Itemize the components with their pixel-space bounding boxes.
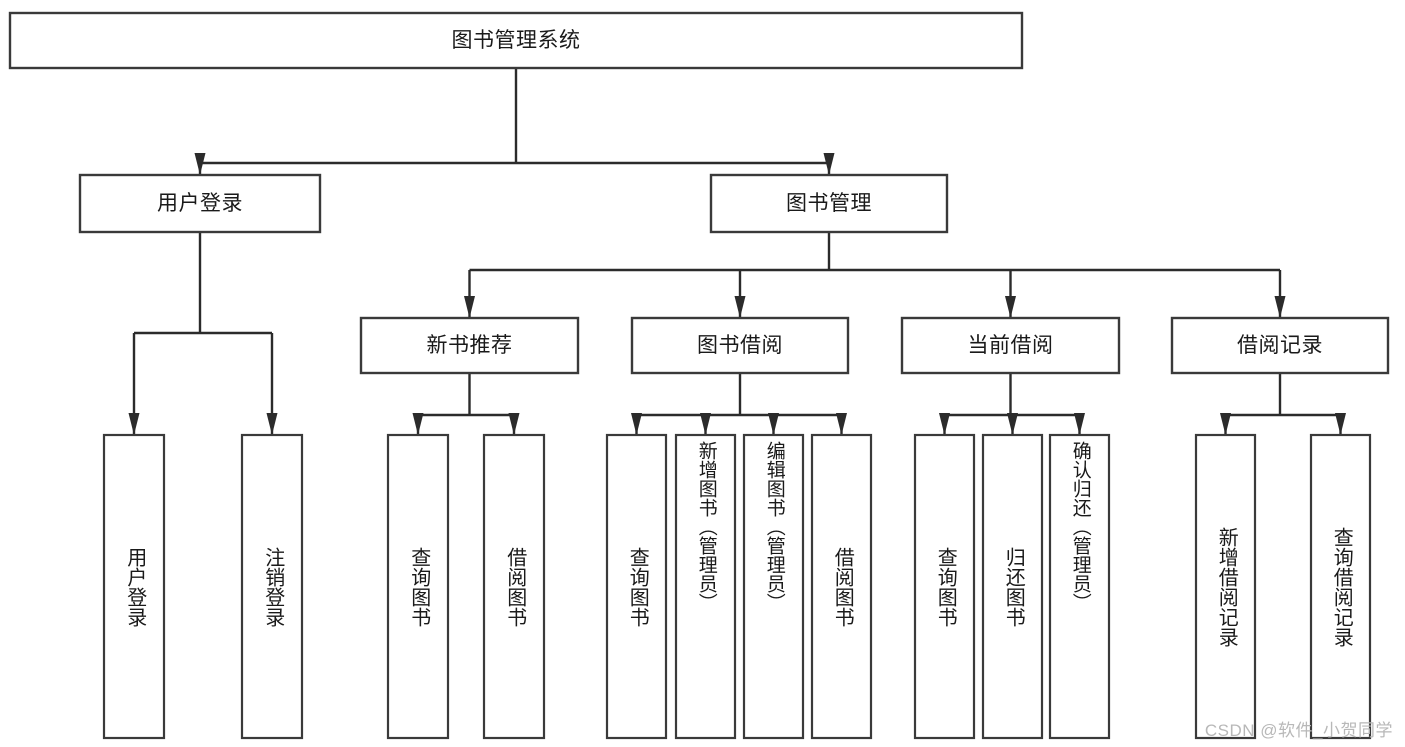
node-leaf-user-login[interactable] — [102, 433, 166, 740]
node-leaf-query-book-2[interactable] — [605, 433, 668, 740]
node-leaf-borrow-book-1[interactable] — [482, 433, 546, 740]
node-book-manage[interactable] — [709, 173, 949, 234]
node-current-borrow[interactable] — [900, 316, 1121, 375]
node-new-book-recommend[interactable] — [359, 316, 580, 375]
node-borrow-record[interactable] — [1170, 316, 1390, 375]
node-leaf-query-book-3[interactable] — [913, 433, 976, 740]
node-leaf-user-logout[interactable] — [240, 433, 304, 740]
node-leaf-add-record[interactable] — [1194, 433, 1257, 740]
node-leaf-borrow-book-2[interactable] — [810, 433, 873, 740]
node-user-login[interactable] — [78, 173, 322, 234]
node-book-borrow[interactable] — [630, 316, 850, 375]
node-leaf-confirm-return[interactable] — [1048, 433, 1111, 740]
node-leaf-query-book-1[interactable] — [386, 433, 450, 740]
root-node-system-title[interactable] — [8, 11, 1024, 70]
node-leaf-edit-book[interactable] — [742, 433, 805, 740]
node-leaf-add-book[interactable] — [674, 433, 737, 740]
node-leaf-return-book[interactable] — [981, 433, 1044, 740]
node-leaf-query-record[interactable] — [1309, 433, 1372, 740]
edges-layer — [128, 68, 1346, 435]
boxes-layer — [8, 11, 1390, 740]
